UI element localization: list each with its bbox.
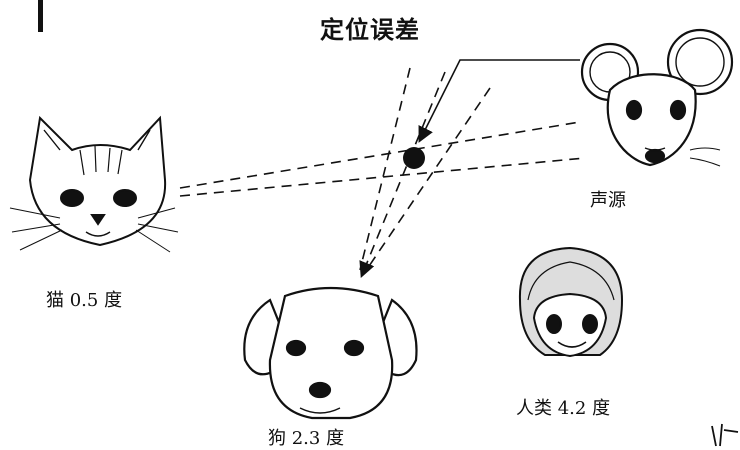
source-pointer [418, 59, 580, 143]
diagram-title: 定位误差 [320, 16, 420, 44]
edge-marker [38, 0, 43, 32]
cat-label: 猫 0.5 度 [46, 290, 123, 311]
source-label: 声源 [590, 190, 626, 211]
human-face-icon [518, 246, 624, 358]
error-lines [179, 67, 586, 278]
cropped-glyph [711, 423, 739, 447]
human-label: 人类 4.2 度 [516, 398, 611, 419]
dog-label: 狗 2.3 度 [268, 428, 345, 449]
dog-head-icon [243, 286, 418, 420]
cat-head-icon [9, 115, 179, 253]
sound-point-icon [403, 147, 425, 169]
mouse-head-icon [580, 28, 734, 167]
